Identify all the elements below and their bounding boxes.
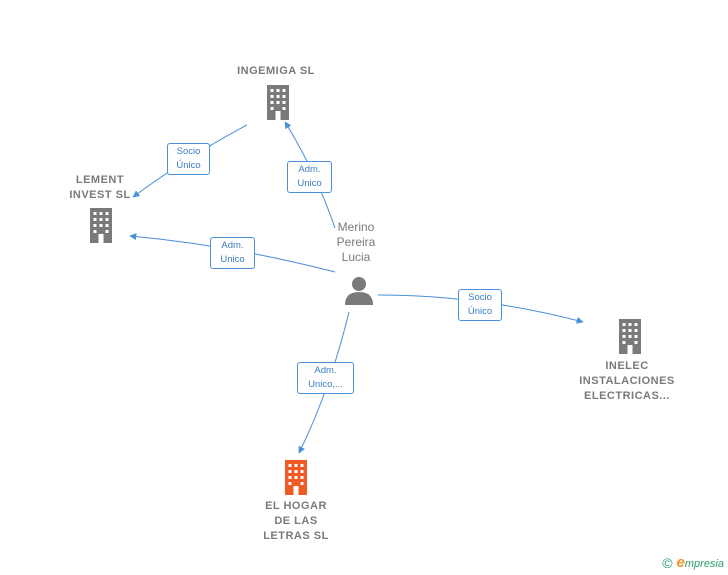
person-icon[interactable] bbox=[343, 275, 375, 305]
footer-brand: © empresia bbox=[662, 554, 724, 571]
copyright-icon: © bbox=[662, 554, 673, 571]
node-label-ingemiga[interactable]: INGEMIGA SL bbox=[237, 65, 315, 77]
building-icon[interactable] bbox=[614, 318, 646, 354]
node-label-lement[interactable]: LEMENT INVEST SL bbox=[69, 174, 131, 201]
node-label-person[interactable]: Merino Pereira Lucia bbox=[336, 220, 376, 264]
building-icon[interactable] bbox=[280, 459, 312, 495]
edge-label-adm-unico-ingemiga[interactable]: Adm. Unico bbox=[287, 161, 332, 193]
edge-label-adm-unico-hogar[interactable]: Adm. Unico,... bbox=[297, 362, 354, 394]
brand-logo[interactable]: empresia bbox=[676, 554, 724, 571]
edge-label-socio-unico-lement[interactable]: Socio Único bbox=[167, 143, 210, 175]
node-label-hogar[interactable]: EL HOGAR DE LAS LETRAS SL bbox=[263, 500, 329, 542]
building-icon[interactable] bbox=[85, 207, 117, 243]
node-label-inelec[interactable]: INELEC INSTALACIONES ELECTRICAS... bbox=[579, 360, 675, 402]
edge-label-adm-unico-lement[interactable]: Adm. Unico bbox=[210, 237, 255, 269]
building-icon[interactable] bbox=[262, 84, 294, 120]
edge-label-socio-unico-inelec[interactable]: Socio Único bbox=[458, 289, 502, 321]
